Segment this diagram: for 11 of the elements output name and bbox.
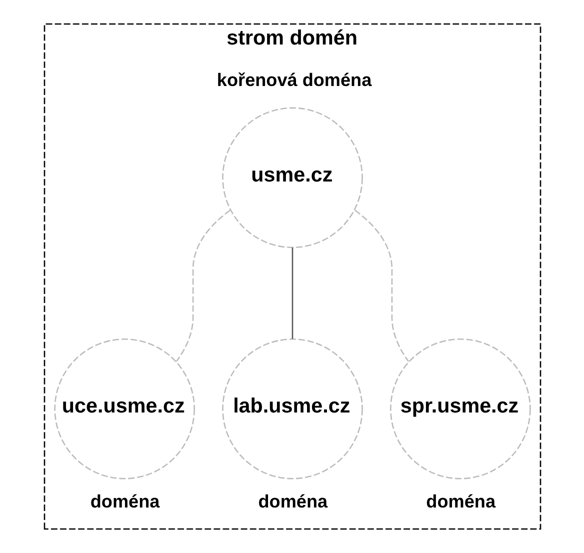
node-circle: usme.cz bbox=[222, 107, 362, 248]
node-circle: spr.usme.cz bbox=[390, 338, 530, 480]
connector bbox=[291, 248, 293, 339]
node-label: doména bbox=[258, 491, 328, 512]
node-label: doména bbox=[426, 491, 495, 512]
node-label: kořenová doména bbox=[216, 70, 372, 90]
connector bbox=[354, 210, 409, 362]
node-label: doména bbox=[90, 491, 160, 512]
connector bbox=[175, 210, 230, 362]
node-circle: lab.usme.cz bbox=[222, 338, 362, 480]
node-circle: uce.usme.cz bbox=[54, 338, 194, 480]
